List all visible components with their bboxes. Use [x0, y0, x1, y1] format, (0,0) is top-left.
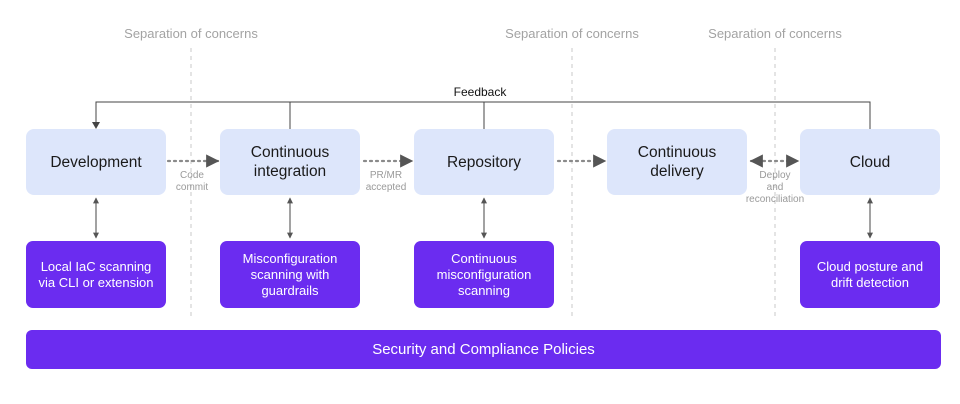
stage-continuous-delivery: Continuous delivery: [607, 129, 747, 195]
separation-label-1: Separation of concerns: [124, 26, 258, 41]
stage-label: Repository: [446, 153, 522, 171]
stage-label: Continuous integration: [250, 144, 330, 180]
stage-continuous-integration: Continuous integration: [220, 129, 360, 195]
tool-continuous-misconfiguration-scanning: Continuous misconfiguration scanning: [414, 241, 554, 308]
separation-label-3: Separation of concerns: [708, 26, 842, 41]
stage-cloud: Cloud: [800, 129, 940, 195]
feedback-loop-line: [95, 101, 871, 129]
stage-label: Development: [50, 153, 142, 171]
connector-label-deploy: Deploy and reconciliation: [745, 170, 805, 205]
stage-label: Cloud: [849, 153, 891, 171]
tool-misconfiguration-scanning: Misconfiguration scanning with guardrail…: [220, 241, 360, 308]
feedback-label: Feedback: [449, 85, 511, 99]
feedback-arrowhead: [92, 122, 100, 129]
tool-local-iac-scanning: Local IaC scanning via CLI or extension: [26, 241, 166, 308]
stage-label: Continuous delivery: [637, 144, 717, 180]
connector-label-pr-accepted: PR/MR accepted: [365, 170, 407, 193]
connector-label-code-commit: Code commit: [175, 170, 209, 193]
stage-repository: Repository: [414, 129, 554, 195]
tool-cloud-posture-drift: Cloud posture and drift detection: [800, 241, 940, 308]
security-compliance-policies-bar: Security and Compliance Policies: [26, 330, 941, 369]
stage-development: Development: [26, 129, 166, 195]
separation-label-2: Separation of concerns: [505, 26, 639, 41]
